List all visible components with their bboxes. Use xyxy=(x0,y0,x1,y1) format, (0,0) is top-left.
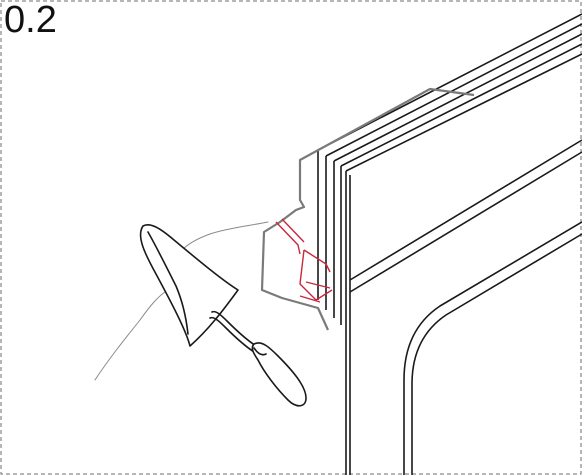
detail-callout xyxy=(260,87,475,331)
step-number: 0.2 xyxy=(4,0,57,41)
hand-outline xyxy=(94,221,269,381)
sealant-highlight xyxy=(275,218,333,303)
panel-frame xyxy=(317,13,582,475)
putty-knife-icon xyxy=(139,224,307,407)
